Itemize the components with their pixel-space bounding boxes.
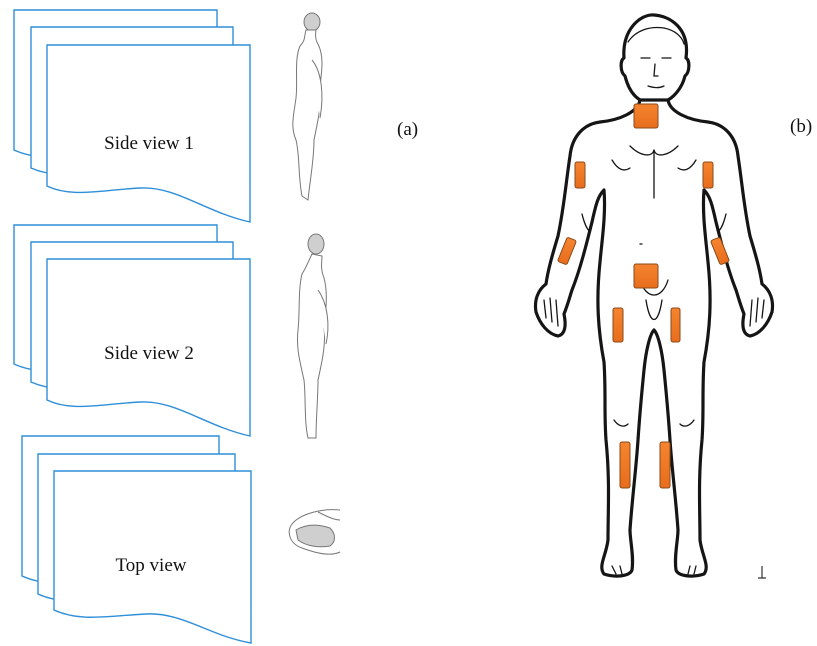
sensor-patch-right-upper-arm — [703, 162, 713, 188]
top-view-label: Top view — [116, 555, 187, 576]
panel-b-label: (b) — [790, 116, 812, 137]
sensor-patch-left-shin — [620, 442, 630, 488]
human-top-view-icon — [289, 510, 340, 554]
sensor-patch-pelvis — [634, 264, 658, 288]
human-front-body-icon — [535, 15, 772, 576]
document-stack-top-view: Top view — [22, 436, 251, 643]
human-side-view-icon — [297, 234, 327, 438]
document-stack-side-view-1: Side view 1 — [14, 10, 250, 222]
sensor-patch-right-shin — [660, 442, 670, 488]
sensor-patch-neck — [634, 104, 658, 128]
sensor-patch-left-upper-arm — [575, 162, 585, 188]
sensor-patch-left-thigh — [613, 308, 623, 342]
document-stack-side-view-2: Side view 2 — [14, 225, 250, 436]
sensor-patch-right-thigh — [671, 308, 680, 342]
stray-mark — [758, 566, 766, 578]
human-side-view-icon — [293, 13, 322, 200]
side-view-2-label: Side view 2 — [104, 343, 194, 364]
side-view-1-label: Side view 1 — [104, 133, 194, 154]
panel-a-label: (a) — [397, 119, 418, 140]
